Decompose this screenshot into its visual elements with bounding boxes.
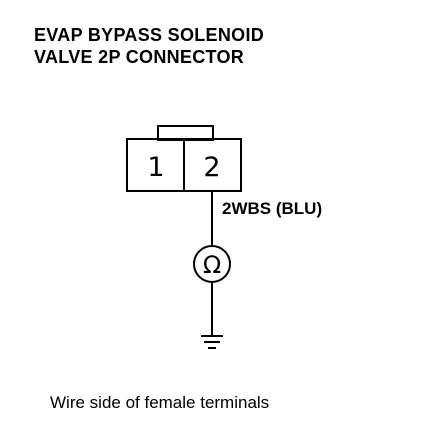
title-line-1: EVAP BYPASS SOLENOID [34, 25, 265, 45]
title-line-2: VALVE 2P CONNECTOR [34, 47, 245, 67]
connector-2p [126, 125, 242, 192]
caption: Wire side of female terminals [50, 393, 270, 412]
connector-latch [157, 125, 214, 141]
pin-1-label: 1 [147, 152, 164, 183]
ohm-symbol: Ω [203, 251, 221, 279]
ground-icon [201, 335, 223, 349]
wire-label: 2WBS (BLU) [222, 199, 322, 218]
diagram-title: EVAP BYPASS SOLENOID VALVE 2P CONNECTOR [34, 24, 264, 68]
pin-2-label: 2 [203, 152, 220, 183]
ohmmeter-icon: Ω [193, 245, 231, 283]
